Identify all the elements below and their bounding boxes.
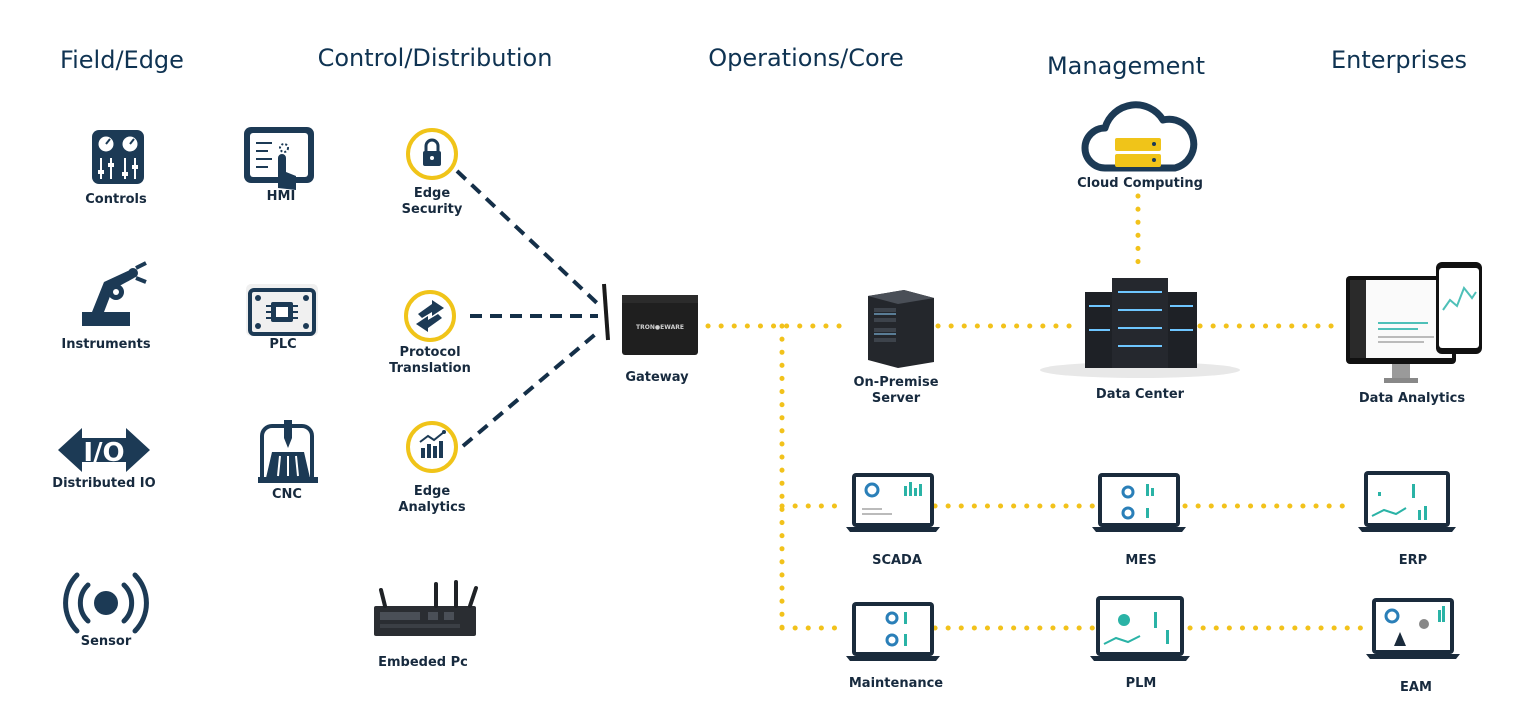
server-icon <box>868 290 934 368</box>
lock-icon <box>406 128 458 180</box>
translation-arrows-icon <box>404 290 456 342</box>
label-instruments: Instruments <box>61 337 151 352</box>
column-title-field-edge: Field/Edge <box>60 46 184 74</box>
controls-icon <box>92 130 144 184</box>
eam-laptop-icon <box>1366 598 1460 659</box>
label-hmi: HMI <box>266 189 296 204</box>
dash-link-analytics-gateway <box>461 330 600 448</box>
label-maintenance: Maintenance <box>848 676 944 691</box>
gateway-device-icon: TRON●EWARE <box>602 283 698 355</box>
erp-laptop-icon <box>1358 471 1456 532</box>
label-cloud-computing: Cloud Computing <box>1077 176 1203 191</box>
column-title-management: Management <box>1046 52 1206 80</box>
label-erp: ERP <box>1398 553 1428 568</box>
maintenance-laptop-icon <box>846 602 940 661</box>
dash-link-security-gateway <box>455 169 600 306</box>
label-plc: PLC <box>269 337 297 352</box>
robot-arm-icon <box>82 261 147 326</box>
column-title-control-distribution: Control/Distribution <box>317 44 553 72</box>
label-controls: Controls <box>85 192 147 207</box>
label-embedded-pc: Embeded Pc <box>378 655 468 670</box>
plm-laptop-icon <box>1090 596 1190 661</box>
label-eam: EAM <box>1400 680 1432 695</box>
label-mes: MES <box>1125 553 1157 568</box>
io-glyph-text: I/O <box>83 438 124 468</box>
scada-laptop-icon <box>846 473 940 532</box>
label-distributed-io: Distributed IO <box>52 476 156 491</box>
label-scada: SCADA <box>872 553 922 568</box>
label-edge-security: Edge Security <box>401 186 463 217</box>
embedded-pc-icon <box>374 580 478 636</box>
plc-icon <box>246 284 318 336</box>
gateway-brand-text: TRON●EWARE <box>636 324 684 331</box>
label-cnc: CNC <box>272 487 302 502</box>
label-data-analytics: Data Analytics <box>1358 391 1466 406</box>
column-title-operations-core: Operations/Core <box>708 44 904 72</box>
io-arrow-icon: I/O <box>58 428 150 472</box>
column-title-enterprises: Enterprises <box>1331 46 1467 74</box>
label-data-center: Data Center <box>1095 387 1185 402</box>
label-on-premise-server: On-Premise Server <box>853 375 939 406</box>
mes-laptop-icon <box>1092 473 1186 532</box>
cloud-computing-icon <box>1081 101 1198 172</box>
data-center-icon <box>1040 278 1240 378</box>
analytics-chart-icon <box>406 421 458 473</box>
label-plm: PLM <box>1125 676 1157 691</box>
data-analytics-dashboard-icon <box>1346 262 1482 383</box>
hmi-icon <box>244 127 314 190</box>
label-gateway: Gateway <box>625 370 689 385</box>
sensor-icon <box>63 572 149 634</box>
label-sensor: Sensor <box>80 634 132 649</box>
label-protocol-translation: Protocol Translation <box>389 345 471 376</box>
cnc-icon <box>258 420 318 483</box>
label-edge-analytics: Edge Analytics <box>398 484 466 515</box>
